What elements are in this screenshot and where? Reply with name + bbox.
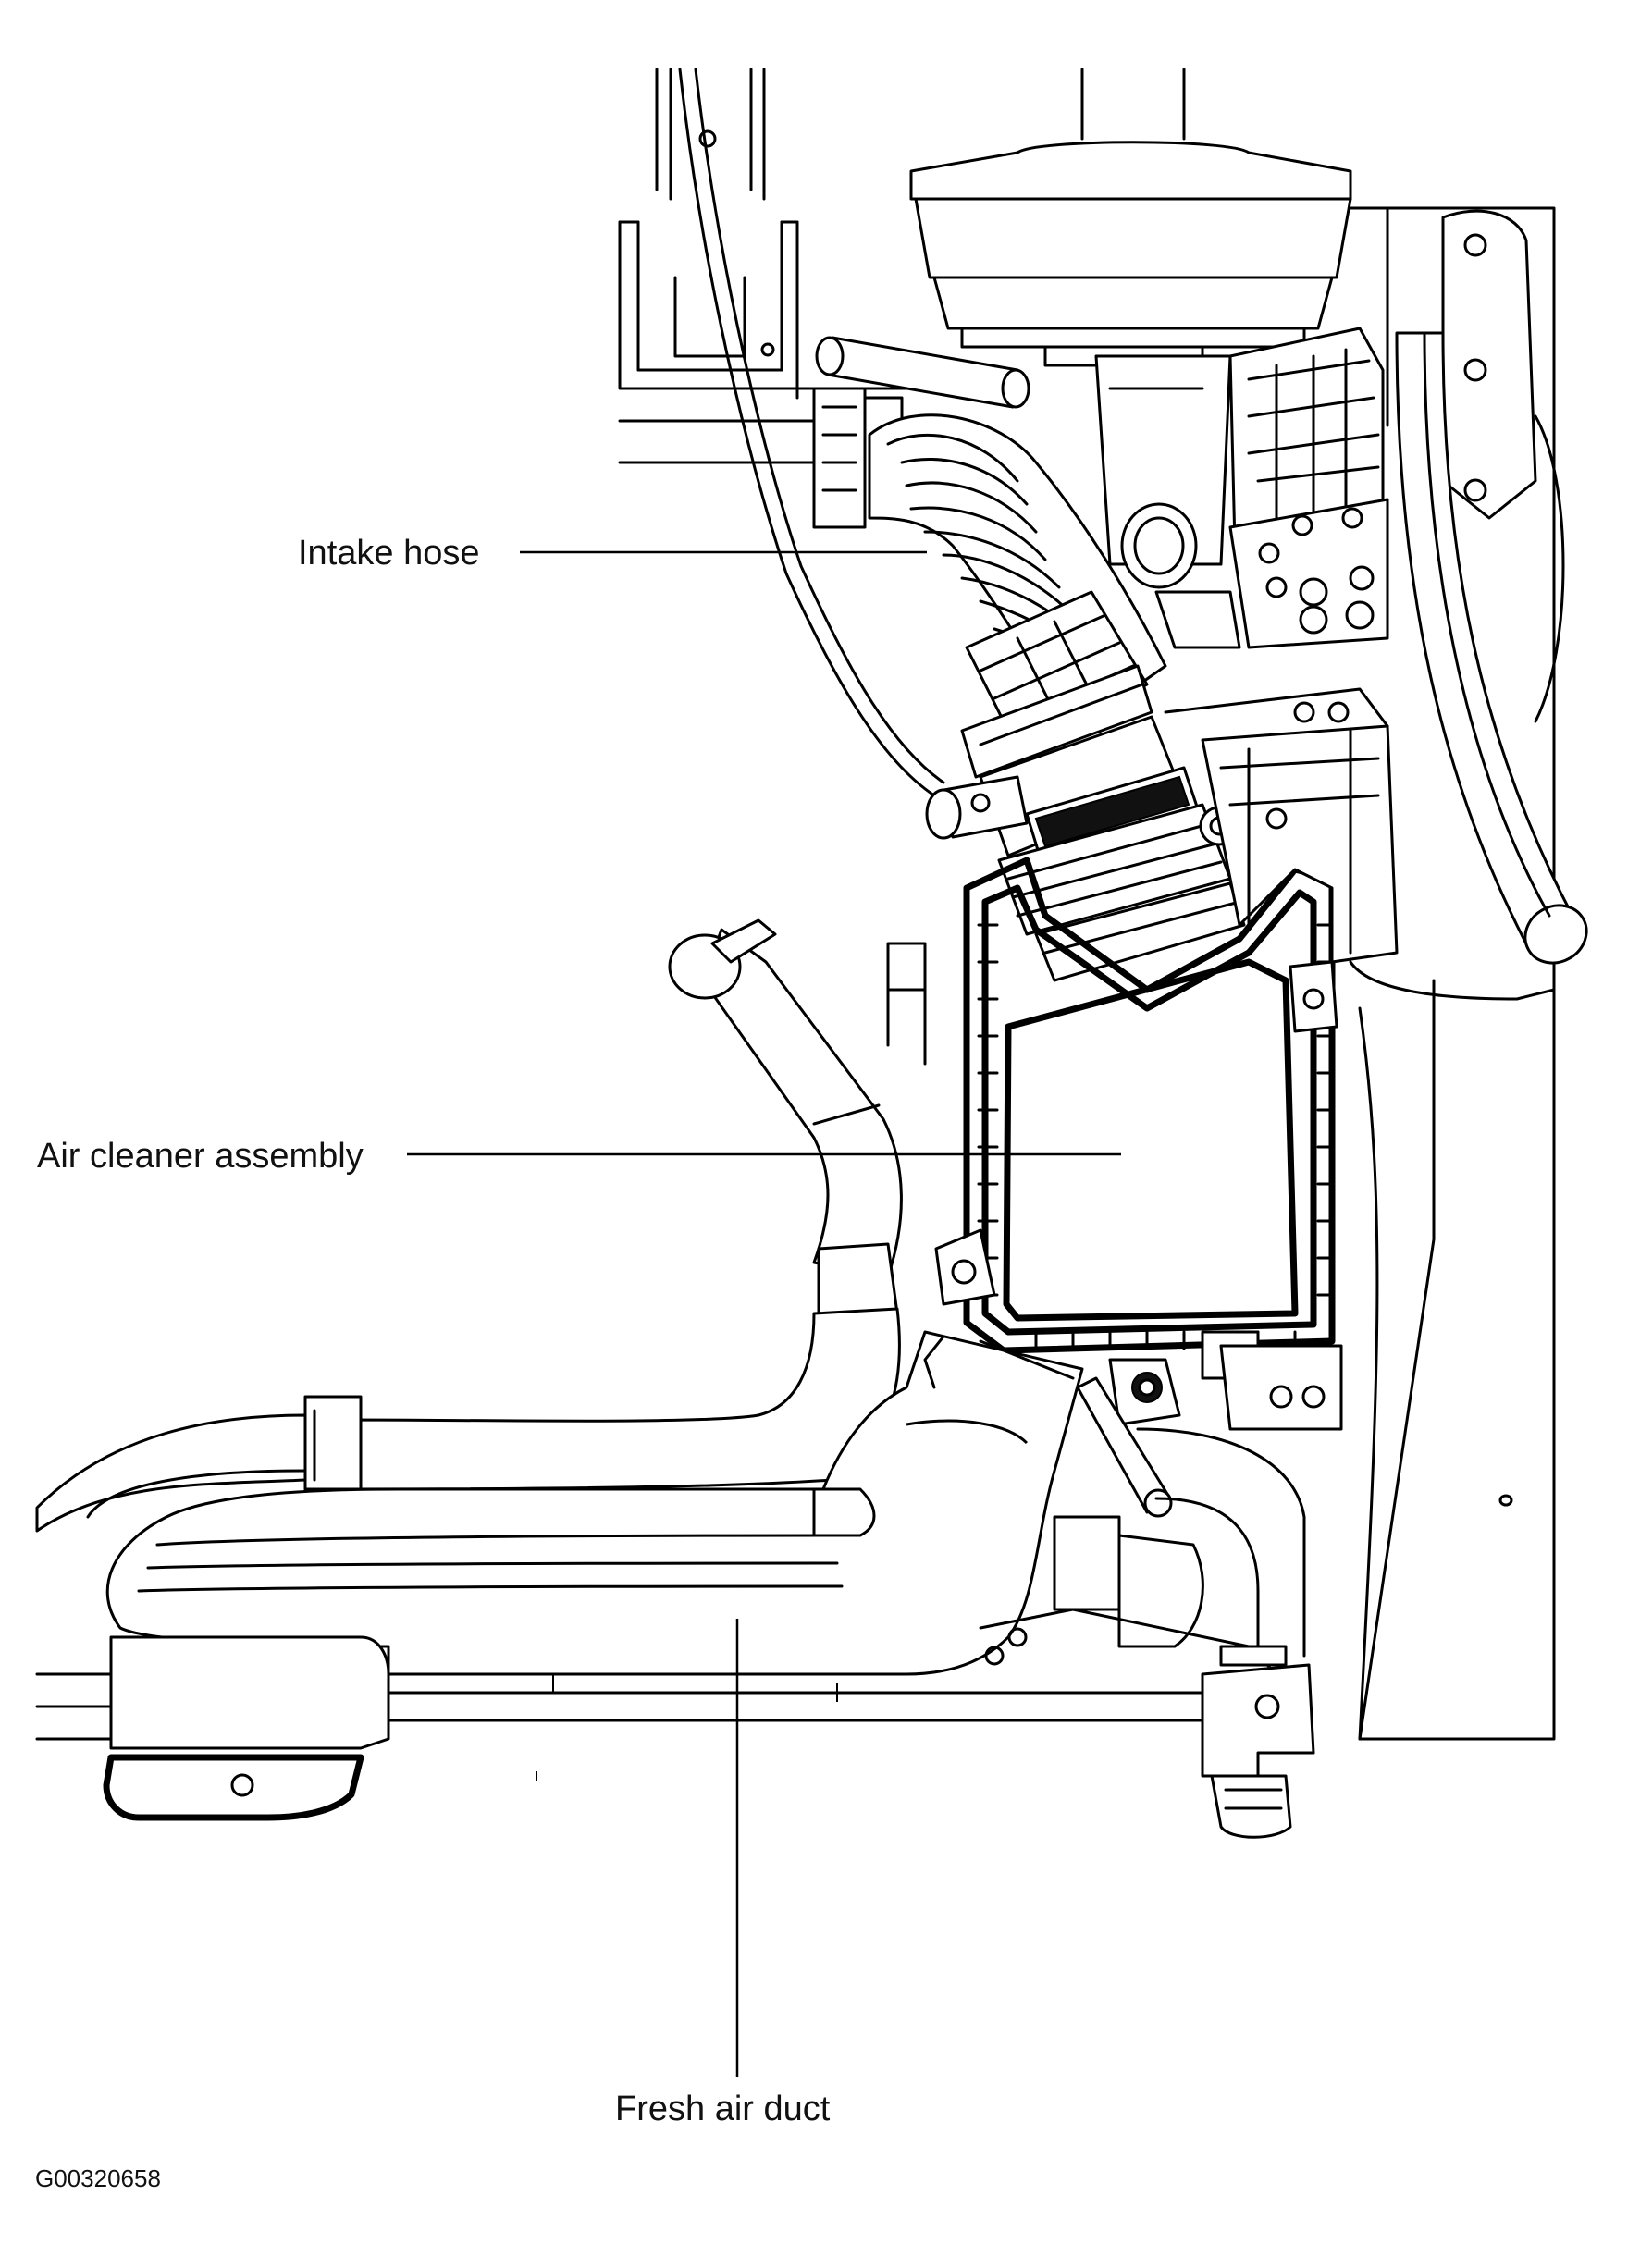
side-block [1164, 687, 1399, 964]
leader-lines [407, 550, 1121, 2077]
bracket-block [1094, 327, 1389, 649]
fresh-air-duct-label: Fresh air duct [615, 2089, 831, 2128]
right-panel [1349, 206, 1588, 1741]
lower-bracket [979, 1515, 1315, 1839]
fresh-air-duct [105, 1330, 1306, 1676]
left-pipe [35, 918, 927, 1533]
intake-hose-label: Intake hose [298, 534, 479, 573]
cable [678, 68, 945, 797]
pipe-fitting [812, 336, 1030, 529]
intake-hose [868, 413, 1167, 779]
upper-housing [909, 68, 1352, 367]
resonator [35, 1635, 1204, 1821]
figure-id: G00320658 [35, 2164, 161, 2192]
air-cleaner-assembly-label: Air cleaner assembly [37, 1137, 364, 1176]
upper-bracket [618, 68, 927, 464]
hose-lower [925, 715, 1246, 982]
